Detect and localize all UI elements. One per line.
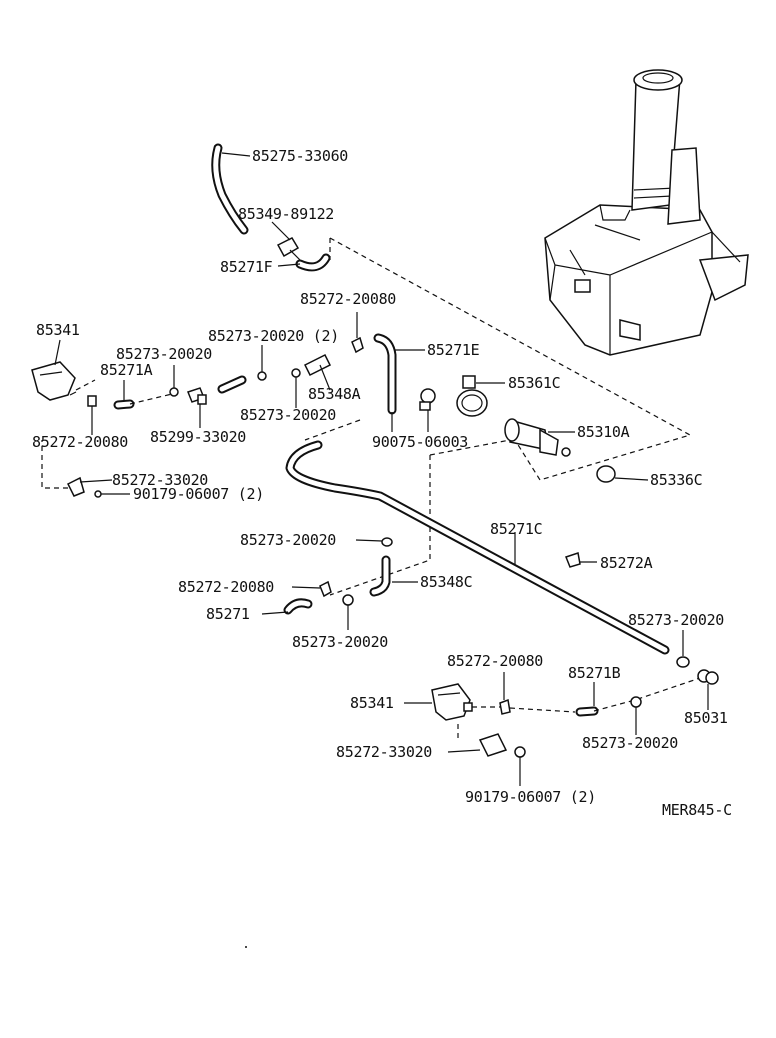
label-85271: 85271 (206, 605, 250, 623)
label-85361C: 85361C (508, 374, 560, 392)
speck-dot (245, 946, 247, 948)
label-85341-right: 85341 (350, 694, 394, 712)
tube-85275-33060 (211, 143, 251, 235)
part-labels: 85275-33060 85349-89122 85271F 85272-200… (32, 147, 732, 819)
joint-85031 (697, 669, 719, 710)
label-85272-20080-right: 85272-20080 (447, 652, 543, 670)
nozzle-85341-right (404, 683, 500, 721)
pump-85310A (504, 418, 575, 457)
label-85348C: 85348C (420, 573, 472, 591)
grommet-85273-20020-c (355, 537, 393, 547)
label-90179-06007-left: 90179-06007 (2) (133, 485, 264, 503)
label-85341-left: 85341 (36, 321, 80, 339)
clip-85272-33020-right (447, 720, 526, 786)
label-85031: 85031 (684, 709, 728, 727)
hose-85271 (261, 598, 313, 615)
clip-85272-20080-right (499, 672, 576, 715)
clip-85272-33020-left (41, 440, 130, 498)
label-85299-33020: 85299-33020 (150, 428, 246, 446)
clip-85272-20080-top (351, 312, 364, 354)
grommet-85273-20020-d (342, 594, 354, 630)
grommet-85336C (596, 465, 649, 483)
clip-85272A (565, 552, 597, 568)
label-90179-06007-right: 90179-06007 (2) (465, 788, 596, 806)
grommet-85273-20020-f (630, 696, 642, 735)
label-85272-33020-left: 85272-33020 (112, 471, 208, 489)
label-85271F: 85271F (220, 258, 273, 276)
label-85271E: 85271E (427, 341, 480, 359)
label-85336C: 85336C (650, 471, 702, 489)
label-85273-20020-c: 85273-20020 (240, 531, 336, 549)
clamp-85361C (456, 375, 505, 417)
label-85273-20020-2: 85273-20020 (2) (208, 327, 339, 345)
label-85272-20080-left: 85272-20080 (32, 433, 128, 451)
hose-85271E (373, 333, 425, 432)
diagram-code: MER845-C (662, 801, 732, 819)
label-85348A: 85348A (308, 385, 361, 403)
bolt-90075-06003 (419, 388, 436, 432)
washer-tank (544, 69, 749, 356)
clip-85272-20080-mid (291, 580, 332, 598)
label-85273-20020-e: 85273-20020 (628, 611, 724, 629)
label-85271C: 85271C (490, 520, 542, 538)
dashed-boundary (304, 237, 692, 596)
label-85272-33020-right: 85272-33020 (336, 743, 432, 761)
label-85272A: 85272A (600, 554, 653, 572)
label-85273-20020-b: 85273-20020 (240, 406, 336, 424)
label-85272-20080-top: 85272-20080 (300, 290, 396, 308)
label-85272-20080-mid: 85272-20080 (178, 578, 274, 596)
joint-85348C (369, 555, 418, 597)
grommet-85273-20020-e (676, 630, 690, 668)
label-85275-33060: 85275-33060 (252, 147, 348, 165)
label-85273-20020-f: 85273-20020 (582, 734, 678, 752)
label-85273-20020-a: 85273-20020 (116, 345, 212, 363)
label-85310A: 85310A (577, 423, 630, 441)
label-90075-06003: 90075-06003 (372, 433, 468, 451)
label-85271B: 85271B (568, 664, 621, 682)
tube-85271C (285, 440, 670, 655)
left-small-parts (87, 345, 332, 435)
label-85273-20020-d: 85273-20020 (292, 633, 388, 651)
hose-85271F (277, 253, 331, 272)
nozzle-85341-left (31, 339, 96, 401)
joint-85349-89122 (271, 221, 303, 263)
label-85349-89122: 85349-89122 (238, 205, 334, 223)
hose-85271B (575, 677, 701, 717)
label-85271A: 85271A (100, 361, 153, 379)
